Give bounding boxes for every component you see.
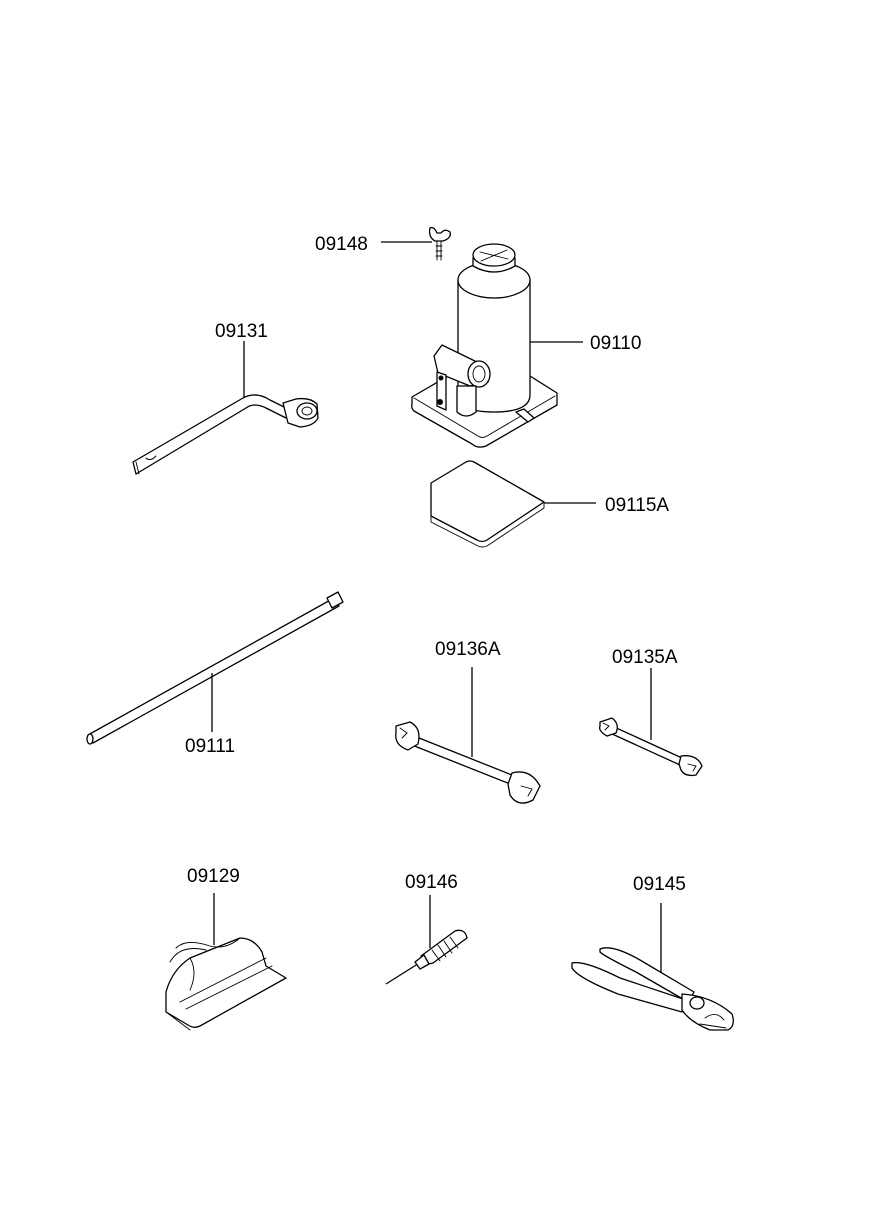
part-label-09115A[interactable]: 09115A (605, 495, 669, 516)
wheel-wrench-part[interactable] (132, 394, 319, 475)
part-label-09129[interactable]: 09129 (187, 866, 240, 887)
part-label-09110[interactable]: 09110 (590, 333, 641, 354)
screwdriver-part[interactable] (385, 929, 468, 985)
part-label-09135A[interactable]: 09135A (612, 647, 678, 668)
open-end-wrench-small-part[interactable] (599, 717, 703, 777)
jack-pad-part[interactable] (430, 460, 545, 548)
bottle-jack-part[interactable] (411, 243, 558, 448)
wing-bolt-part[interactable] (428, 226, 451, 261)
jack-handle-part[interactable] (86, 591, 344, 745)
part-label-09131[interactable]: 09131 (215, 321, 268, 342)
open-end-wrench-large-part[interactable] (395, 721, 541, 804)
part-label-09111[interactable]: 09111 (185, 736, 235, 757)
part-label-09136A[interactable]: 09136A (435, 639, 501, 660)
part-label-09146[interactable]: 09146 (405, 872, 458, 893)
pliers-part[interactable] (571, 947, 734, 1031)
tool-bag-part[interactable] (165, 937, 287, 1031)
part-label-09148[interactable]: 09148 (315, 234, 368, 255)
part-label-09145[interactable]: 09145 (633, 874, 686, 895)
